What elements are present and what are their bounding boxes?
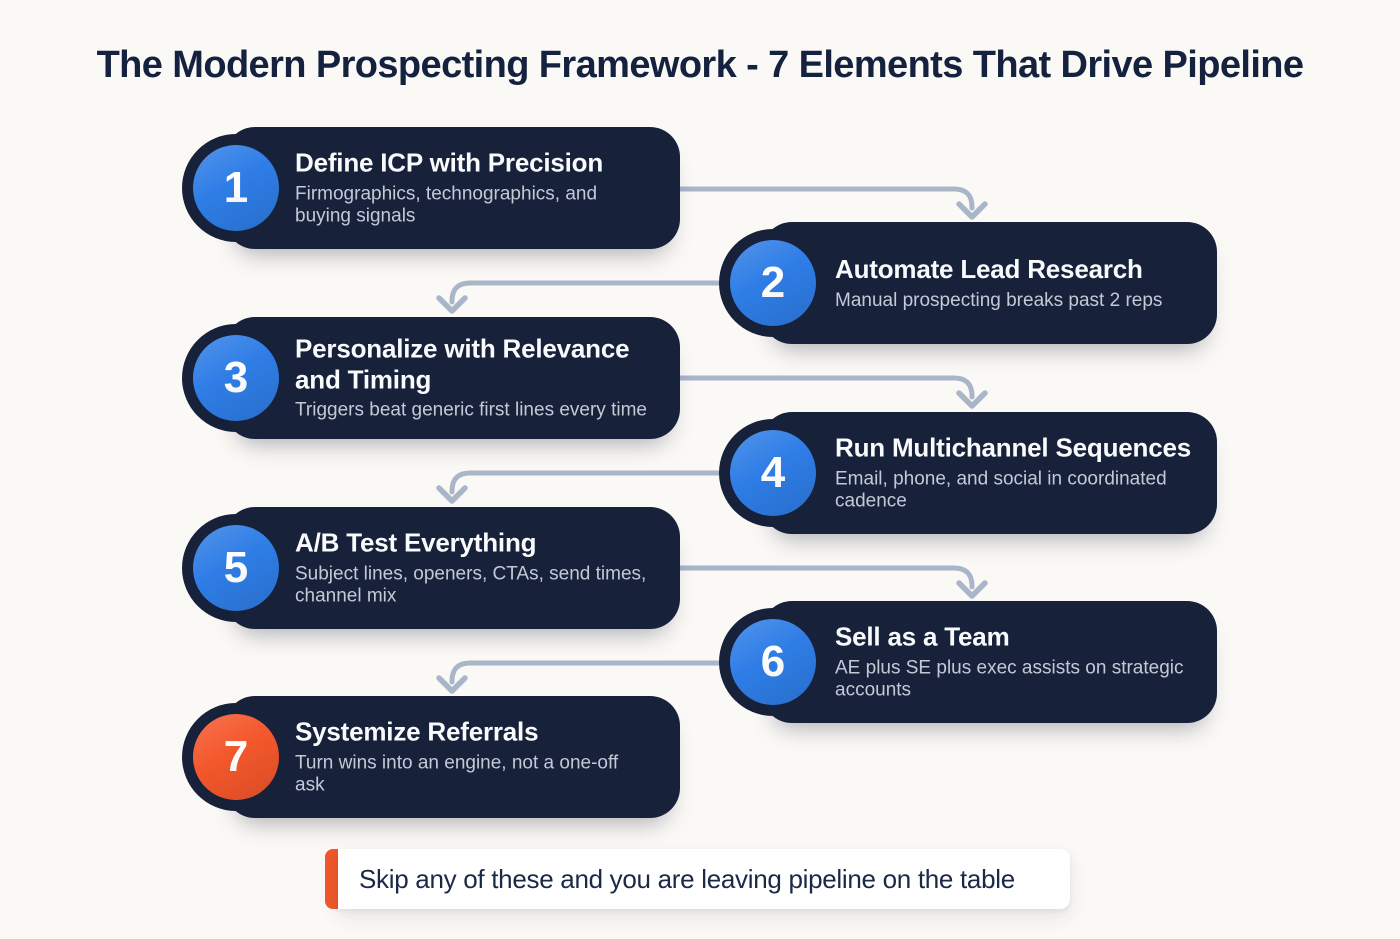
card-body (225, 507, 680, 629)
step-description: Firmographics, technographics, and buyin… (295, 183, 598, 227)
card-content: Personalize with Relevance and Timing Tr… (295, 333, 654, 422)
callout-accent-bar (325, 849, 338, 909)
step-number-badge: 6 (730, 619, 816, 705)
step-title: Automate Lead Research (835, 253, 1143, 284)
callout-card: Skip any of these and you are leaving pi… (338, 849, 1070, 909)
card-body (762, 601, 1217, 723)
step-description: Triggers beat generic first lines every … (295, 399, 647, 421)
step-card-4: 4 Run Multichannel Sequences Email, phon… (719, 412, 1217, 534)
step-title: Run Multichannel Sequences (835, 432, 1191, 463)
card-body (762, 412, 1217, 534)
step-title: Systemize Referrals (295, 716, 539, 747)
step-description: Subject lines, openers, CTAs, send times… (295, 563, 647, 607)
connector-arrow-5-6 (647, 565, 988, 599)
callout-text: Skip any of these and you are leaving pi… (359, 863, 1015, 894)
step-description: AE plus SE plus exec assists on strategi… (835, 657, 1184, 701)
step-number-badge: 7 (193, 714, 279, 800)
step-card-6: 6 Sell as a Team AE plus SE plus exec as… (719, 601, 1217, 723)
card-content: Run Multichannel Sequences Email, phone,… (835, 432, 1197, 513)
card-content: A/B Test Everything Subject lines, opene… (295, 527, 654, 608)
step-title: Sell as a Team (835, 621, 1010, 652)
connector-arrow-3-4 (647, 375, 988, 409)
connector-arrow-1-2 (647, 186, 988, 220)
card-content: Automate Lead Research Manual prospectin… (835, 254, 1197, 312)
step-description: Turn wins into an engine, not a one-off … (295, 752, 619, 796)
step-title: Define ICP with Precision (295, 147, 604, 178)
step-number-badge: 2 (730, 240, 816, 326)
page-title: The Modern Prospecting Framework - 7 Ele… (96, 44, 1304, 86)
step-card-3: 3 Personalize with Relevance and Timing … (182, 317, 680, 439)
step-card-7: 7 Systemize Referrals Turn wins into an … (182, 696, 680, 818)
card-body (225, 127, 680, 249)
step-description: Manual prospecting breaks past 2 reps (835, 289, 1163, 311)
step-number-badge: 3 (193, 335, 279, 421)
card-content: Define ICP with Precision Firmographics,… (295, 147, 654, 228)
step-title: A/B Test Everything (295, 527, 537, 558)
card-content: Systemize Referrals Turn wins into an en… (295, 716, 654, 797)
step-card-5: 5 A/B Test Everything Subject lines, ope… (182, 507, 680, 629)
card-body (225, 696, 680, 818)
card-body (762, 222, 1217, 344)
step-card-2: 2 Automate Lead Research Manual prospect… (719, 222, 1217, 344)
step-title: Personalize with Relevance and Timing (295, 333, 630, 395)
card-content: Sell as a Team AE plus SE plus exec assi… (835, 621, 1197, 702)
callout: Skip any of these and you are leaving pi… (325, 849, 1070, 909)
step-number-badge: 1 (193, 145, 279, 231)
step-number-badge: 4 (730, 430, 816, 516)
step-description: Email, phone, and social in coordinated … (835, 468, 1167, 512)
step-number-badge: 5 (193, 525, 279, 611)
card-body (225, 317, 680, 439)
step-card-1: 1 Define ICP with Precision Firmographic… (182, 127, 680, 249)
